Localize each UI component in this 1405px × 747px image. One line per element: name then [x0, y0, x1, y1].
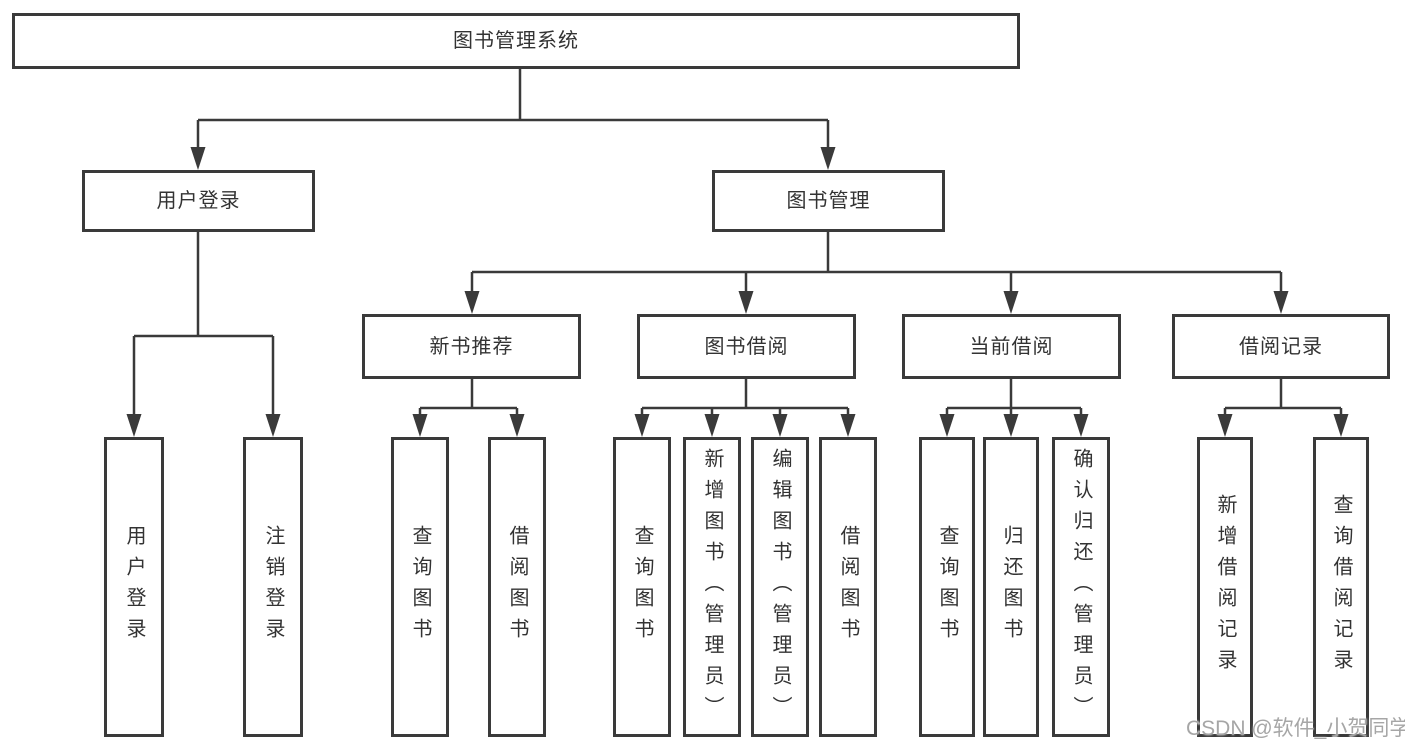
node-book-borrowing-label: 图书借阅: [704, 335, 789, 358]
leaf-return-books-label: 归还图书: [1000, 525, 1022, 649]
arrowhead-icon: [840, 414, 856, 437]
arrowhead-icon: [265, 414, 281, 437]
arrowhead-icon: [509, 414, 525, 437]
leaf-logout-login: 注销登录: [243, 437, 303, 737]
node-current-borrowing-label: 当前借阅: [969, 335, 1054, 358]
leaf-query-books-recommend: 查询图书: [391, 437, 449, 737]
arrowhead-icon: [1333, 414, 1349, 437]
node-root-label: 图书管理系统: [453, 30, 579, 52]
arrowheads: [126, 147, 1349, 437]
arrowhead-icon: [1273, 291, 1289, 314]
node-root: 图书管理系统: [12, 13, 1020, 69]
leaf-logout-login-label: 注销登录: [262, 525, 284, 649]
leaf-query-books-borrowing: 查询图书: [613, 437, 671, 737]
leaf-edit-books-admin: 编辑图书（管理员）: [751, 437, 809, 737]
arrowhead-icon: [939, 414, 955, 437]
leaf-add-borrow-record-label: 新增借阅记录: [1214, 494, 1236, 680]
leaf-query-borrow-record: 查询借阅记录: [1313, 437, 1369, 737]
leaf-add-borrow-record: 新增借阅记录: [1197, 437, 1253, 737]
leaf-confirm-return-admin-label: 确认归还（管理员）: [1070, 447, 1092, 727]
arrowhead-icon: [634, 414, 650, 437]
leaf-edit-books-admin-label: 编辑图书（管理员）: [769, 447, 791, 727]
node-user-login-label: 用户登录: [156, 190, 241, 212]
leaf-query-books-borrowing-label: 查询图书: [631, 525, 653, 649]
leaf-borrow-books-label: 借阅图书: [837, 525, 859, 649]
leaf-add-books-admin: 新增图书（管理员）: [683, 437, 741, 737]
leaf-query-books-current-label: 查询图书: [936, 525, 958, 649]
node-book-management: 图书管理: [712, 170, 945, 232]
node-borrowing-records: 借阅记录: [1172, 314, 1390, 379]
arrowhead-icon: [1073, 414, 1089, 437]
node-book-management-label: 图书管理: [786, 190, 871, 212]
arrowhead-icon: [126, 414, 142, 437]
arrowhead-icon: [412, 414, 428, 437]
leaf-confirm-return-admin: 确认归还（管理员）: [1052, 437, 1110, 737]
leaf-borrow-books-recommend: 借阅图书: [488, 437, 546, 737]
arrowhead-icon: [772, 414, 788, 437]
arrowhead-icon: [190, 147, 206, 170]
leaf-query-books-recommend-label: 查询图书: [409, 525, 431, 649]
leaf-query-books-current: 查询图书: [919, 437, 975, 737]
leaf-return-books: 归还图书: [983, 437, 1039, 737]
leaf-borrow-books-recommend-label: 借阅图书: [506, 525, 528, 649]
leaf-query-borrow-record-label: 查询借阅记录: [1330, 494, 1352, 680]
csdn-watermark: CSDN @软件_小贺同学: [1186, 717, 1405, 740]
arrowhead-icon: [820, 147, 836, 170]
arrowhead-icon: [704, 414, 720, 437]
node-current-borrowing: 当前借阅: [902, 314, 1121, 379]
node-book-borrowing: 图书借阅: [637, 314, 856, 379]
leaf-user-login-label: 用户登录: [123, 525, 145, 649]
leaf-add-books-admin-label: 新增图书（管理员）: [701, 447, 723, 727]
leaf-borrow-books: 借阅图书: [819, 437, 877, 737]
node-new-book-recommend: 新书推荐: [362, 314, 581, 379]
arrowhead-icon: [738, 291, 754, 314]
arrowhead-icon: [1003, 414, 1019, 437]
arrowhead-icon: [1003, 291, 1019, 314]
leaf-user-login: 用户登录: [104, 437, 164, 737]
node-user-login: 用户登录: [82, 170, 315, 232]
node-new-book-recommend-label: 新书推荐: [429, 335, 514, 358]
arrowhead-icon: [1217, 414, 1233, 437]
node-borrowing-records-label: 借阅记录: [1239, 335, 1323, 358]
arrowhead-icon: [464, 291, 480, 314]
